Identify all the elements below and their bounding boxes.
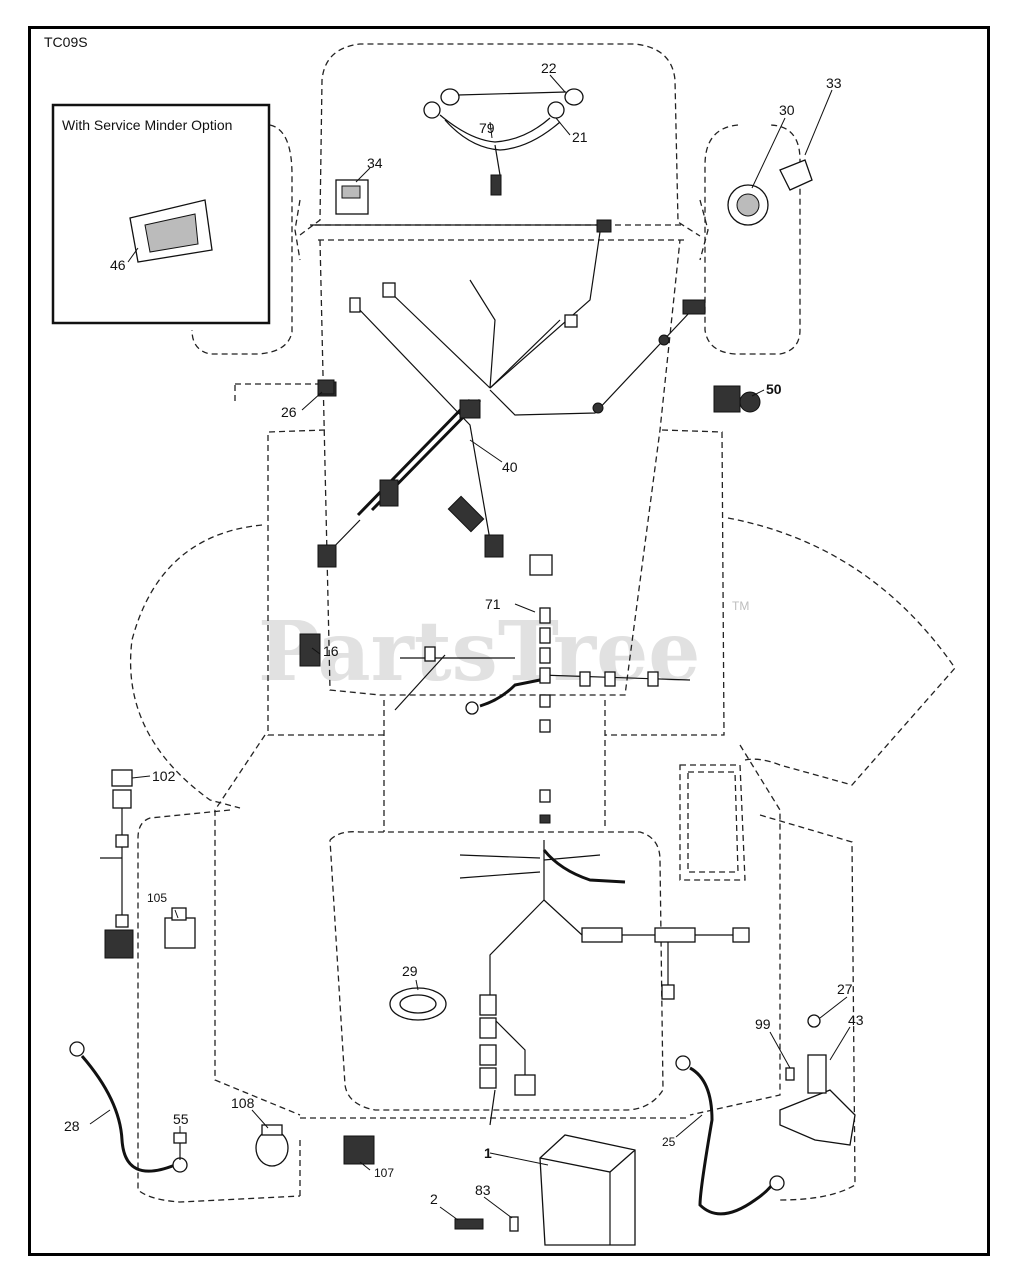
callout-71: 71 [485,596,501,612]
callout-40: 40 [502,459,518,475]
part-switch-50 [713,385,761,413]
seat-switch-bracket [779,1014,856,1146]
option-box-title: With Service Minder Option [62,117,232,133]
callout-25: 25 [662,1135,676,1149]
callout-1: 1 [484,1145,492,1161]
part-16 [299,633,321,667]
fuse-102 [100,769,134,959]
module-107 [343,1135,375,1165]
cable-25 [675,1055,785,1216]
battery [539,1134,636,1246]
callout-16: 16 [323,643,339,659]
part-switch-34 [335,179,369,215]
callout-2: 2 [430,1191,438,1207]
callout-34: 34 [367,155,383,171]
callout-22: 22 [541,60,557,76]
diagram-frame [28,26,990,1256]
solenoid-108 [255,1124,289,1167]
part-26 [317,379,335,395]
callout-28: 28 [64,1118,80,1134]
callout-79: 79 [479,120,495,136]
relay-105 [164,907,196,949]
callout-30: 30 [779,102,795,118]
service-minder [129,199,213,263]
callout-27: 27 [837,981,853,997]
callout-83: 83 [475,1182,491,1198]
callout-50: 50 [766,381,782,397]
callout-21: 21 [572,129,588,145]
callout-43: 43 [848,1012,864,1028]
callout-46: 46 [110,257,126,273]
callout-102: 102 [152,768,176,784]
cable-28 [69,1041,188,1173]
callout-leaders [89,74,851,1221]
main-harness-40 [310,219,706,568]
callout-105: 105 [147,891,167,905]
callout-33: 33 [826,75,842,91]
headlight-harness [423,88,584,196]
callout-26: 26 [281,404,297,420]
part-29 [389,987,447,1021]
bolts-2-83 [454,1216,519,1232]
callout-29: 29 [402,963,418,979]
watermark: PartsTree [258,604,700,700]
callout-108: 108 [231,1095,255,1111]
lower-harness [459,840,750,1126]
option-box [51,103,271,325]
callout-99: 99 [755,1016,771,1032]
ignition-switch [727,159,813,226]
diagram-code: TC09S [44,34,88,50]
watermark-tm: TM [732,599,749,613]
bolt-55 [173,1132,187,1160]
callout-107: 107 [374,1166,394,1180]
callout-55: 55 [173,1111,189,1127]
